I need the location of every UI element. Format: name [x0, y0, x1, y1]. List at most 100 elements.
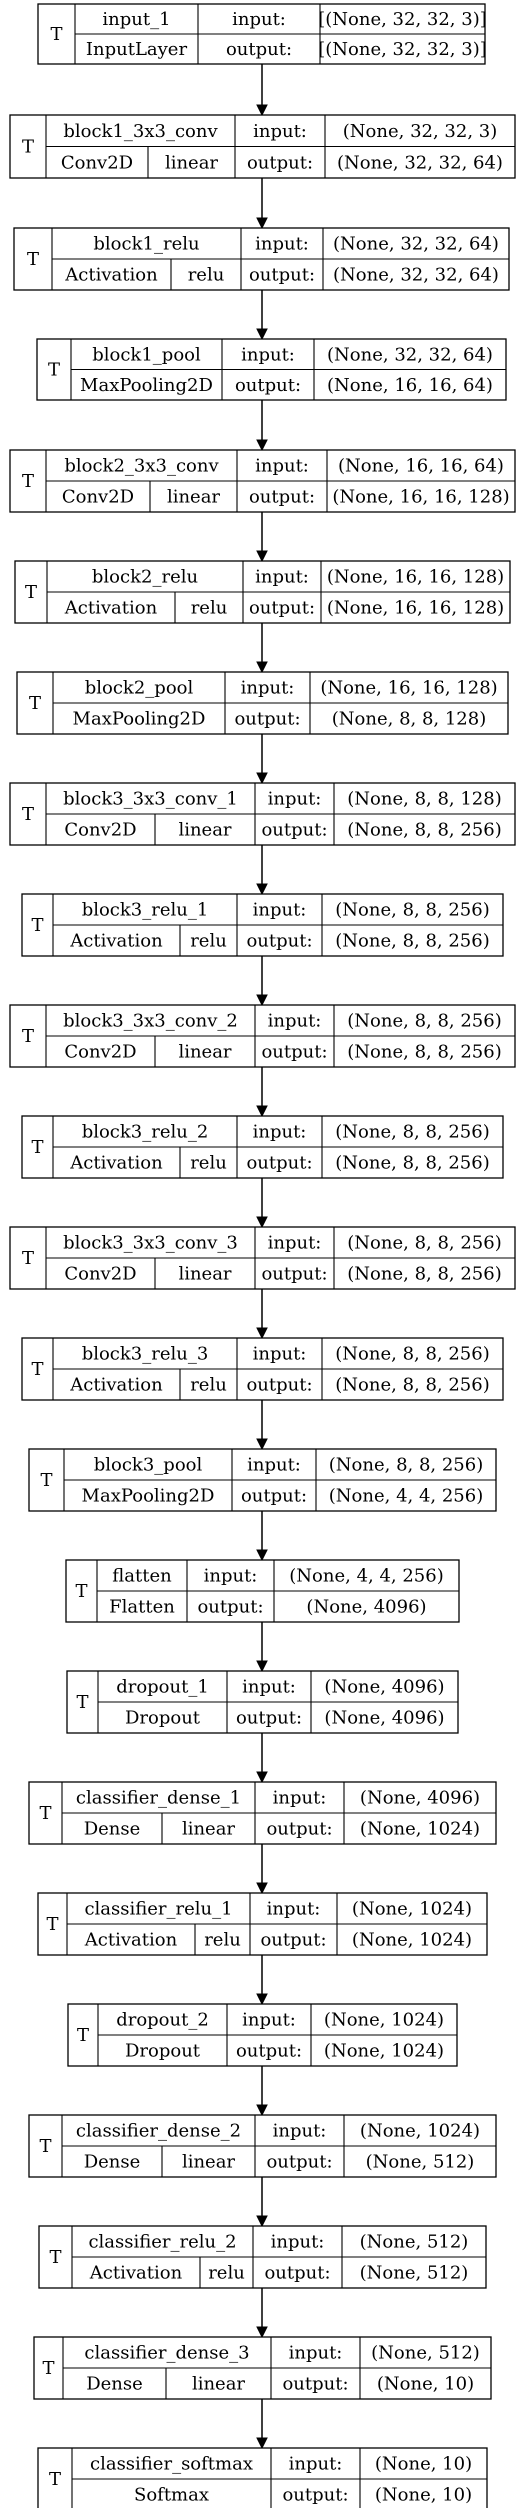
layer-class: Conv2D — [64, 1042, 136, 1063]
edge-arrow — [256, 290, 268, 341]
input-shape: (None, 8, 8, 256) — [335, 1344, 489, 1365]
output-shape: (None, 4, 4, 256) — [329, 1486, 483, 1507]
input-label: input: — [253, 121, 307, 142]
input-shape: (None, 16, 16, 64) — [338, 456, 504, 477]
output-shape: (None, 8, 8, 256) — [347, 1042, 501, 1063]
trainable-flag: T — [49, 2247, 61, 2268]
layer-class: Flatten — [109, 1597, 175, 1618]
layer-class: Activation — [69, 931, 163, 952]
arrowhead-icon — [256, 2104, 268, 2117]
layer-node-classifier_softmax: Tclassifier_softmaxSoftmaxinput:output:(… — [37, 2447, 488, 2508]
layer-name: classifier_softmax — [90, 2454, 253, 2475]
layer-name: block3_pool — [94, 1455, 203, 1476]
layer-class: Activation — [64, 598, 158, 619]
output-label: output: — [261, 1042, 327, 1063]
layer-activation: relu — [188, 265, 225, 286]
layer-activation: linear — [182, 1819, 235, 1840]
trainable-flag: T — [22, 137, 34, 158]
input-label: input: — [241, 678, 295, 699]
arrowhead-icon — [256, 1660, 268, 1673]
edge-arrow — [256, 2066, 268, 2117]
layer-name: block1_pool — [92, 344, 201, 365]
input-label: input: — [242, 1677, 296, 1698]
edge-arrow — [256, 1733, 268, 1784]
layer-name: block2_pool — [85, 678, 194, 699]
arrowhead-icon — [256, 2437, 268, 2450]
input-shape: (None, 512) — [360, 2232, 469, 2253]
input-shape: (None, 4096) — [324, 1677, 444, 1698]
edge-arrow — [256, 1844, 268, 1895]
layer-activation: relu — [191, 598, 228, 619]
input-shape: (None, 1024) — [352, 1899, 472, 1920]
input-shape: (None, 4, 4, 256) — [289, 1566, 443, 1587]
trainable-flag: T — [39, 1803, 51, 1824]
layer-class: Conv2D — [64, 820, 136, 841]
input-label: input: — [255, 234, 309, 255]
output-label: output: — [249, 598, 315, 619]
layer-activation: relu — [190, 931, 227, 952]
input-shape: (None, 10) — [375, 2454, 472, 2475]
arrowhead-icon — [256, 1438, 268, 1451]
output-label: output: — [261, 820, 327, 841]
output-label: output: — [226, 39, 292, 60]
output-label: output: — [249, 265, 315, 286]
input-shape: (None, 1024) — [360, 2121, 480, 2142]
output-label: output: — [241, 1486, 307, 1507]
trainable-flag: T — [46, 1914, 58, 1935]
input-label: input: — [268, 789, 322, 810]
input-label: input: — [289, 2343, 343, 2364]
input-shape: (None, 8, 8, 256) — [335, 1122, 489, 1143]
layer-name: block2_relu — [92, 567, 198, 588]
edge-arrow — [256, 512, 268, 563]
input-shape: (None, 32, 32, 64) — [327, 344, 493, 365]
layer-box — [37, 2447, 488, 2508]
trainable-flag: T — [39, 2136, 51, 2157]
output-shape: (None, 512) — [366, 2152, 475, 2173]
output-shape: (None, 16, 16, 128) — [332, 487, 509, 508]
output-shape: (None, 8, 8, 256) — [335, 1153, 489, 1174]
edge-arrow — [256, 623, 268, 674]
layer-name: flatten — [112, 1566, 172, 1587]
output-shape: (None, 4096) — [306, 1597, 426, 1618]
layer-name: dropout_2 — [116, 2010, 209, 2031]
arrowhead-icon — [256, 883, 268, 896]
input-label: input: — [273, 2121, 327, 2142]
output-shape: (None, 8, 8, 256) — [347, 820, 501, 841]
input-shape: (None, 512) — [371, 2343, 480, 2364]
trainable-flag: T — [48, 360, 60, 381]
edge-arrow — [256, 845, 268, 896]
trainable-flag: T — [75, 1581, 87, 1602]
arrowhead-icon — [256, 2326, 268, 2339]
input-shape: (None, 16, 16, 128) — [320, 678, 497, 699]
arrowhead-icon — [256, 104, 268, 117]
output-shape: (None, 32, 32, 64) — [333, 265, 499, 286]
output-shape: (None, 10) — [377, 2374, 474, 2395]
output-label: output: — [234, 709, 300, 730]
arrowhead-icon — [256, 1549, 268, 1562]
trainable-flag: T — [42, 2358, 54, 2379]
input-label: input: — [253, 1344, 307, 1365]
layer-class: Activation — [84, 1930, 178, 1951]
arrowhead-icon — [256, 772, 268, 785]
layer-name: block2_3x3_conv — [64, 456, 219, 477]
output-label: output: — [249, 487, 315, 508]
output-shape: (None, 32, 32, 64) — [337, 152, 503, 173]
layer-class: Activation — [64, 265, 158, 286]
arrowhead-icon — [256, 661, 268, 674]
trainable-flag: T — [49, 2469, 61, 2490]
layer-class: Activation — [69, 1153, 163, 1174]
layer-name: block3_3x3_conv_1 — [63, 789, 238, 810]
arrowhead-icon — [256, 439, 268, 452]
output-label: output: — [236, 2041, 302, 2062]
